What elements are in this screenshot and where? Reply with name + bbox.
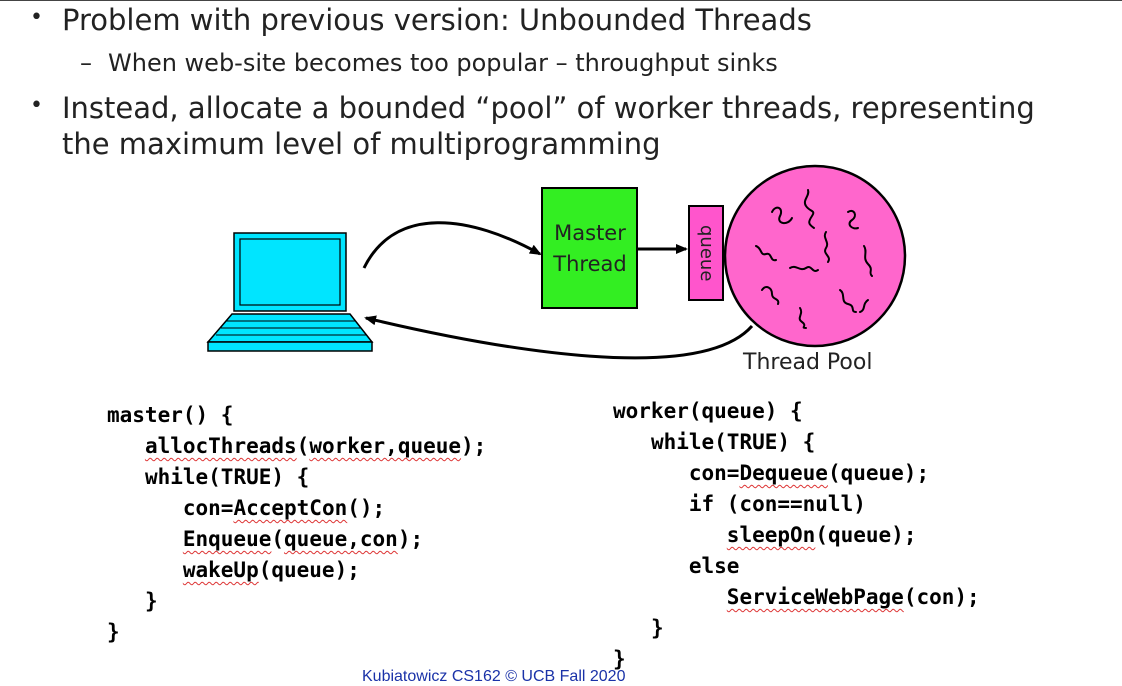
code-line: }: [613, 613, 980, 644]
code-line: con=Dequeue(queue);: [613, 458, 980, 489]
code-token-flagged: Dequeue: [739, 461, 828, 485]
code-indent: [107, 465, 145, 489]
code-token: (: [271, 527, 285, 551]
sub-bullet-1: When web-site becomes too popular – thro…: [108, 49, 778, 77]
code-token: (queue);: [815, 523, 917, 547]
master-code-block: master() { allocThreads(worker,queue); w…: [107, 400, 486, 648]
code-line: master() {: [107, 400, 486, 431]
bullet-2: Instead, allocate a bounded “pool” of wo…: [62, 91, 1035, 161]
code-indent: [613, 523, 727, 547]
code-token: con=: [688, 461, 740, 485]
code-line: worker(queue) {: [613, 396, 980, 427]
code-indent: [613, 430, 651, 454]
code-token: (queue);: [827, 461, 930, 485]
code-token: );: [397, 527, 424, 551]
thread-pool-circle: [723, 164, 907, 348]
code-line: sleepOn(queue);: [613, 520, 980, 551]
code-token-flagged: worker,queue: [309, 434, 462, 458]
code-line: }: [107, 586, 486, 617]
code-line: Enqueue(queue,con);: [107, 524, 486, 555]
code-token: con=: [182, 496, 234, 520]
code-text: master() {: [107, 403, 234, 427]
code-indent: [613, 585, 727, 609]
code-text: }: [613, 647, 626, 671]
code-line: }: [107, 617, 486, 648]
code-line: else: [613, 551, 980, 582]
code-token: );: [461, 434, 487, 458]
code-line: while(TRUE) {: [613, 427, 980, 458]
code-indent: [107, 589, 145, 613]
code-token-flagged: allocThreads: [144, 434, 297, 458]
code-line: ServiceWebPage(con);: [613, 582, 980, 613]
code-token: ();: [347, 496, 386, 520]
code-token: }: [650, 616, 664, 640]
worker-code-block: worker(queue) { while(TRUE) { con=Dequeu…: [613, 396, 980, 675]
laptop-icon: [206, 232, 374, 352]
code-token: else: [688, 554, 740, 578]
top-rule: [0, 0, 1122, 1]
code-text: worker(queue) {: [613, 399, 803, 423]
code-indent: [613, 461, 689, 485]
code-token-flagged: ServiceWebPage: [726, 585, 904, 609]
queue-label: queue: [696, 224, 717, 282]
code-line: }: [613, 644, 980, 675]
code-token: }: [144, 589, 158, 613]
code-indent: [107, 527, 183, 551]
code-text: }: [107, 620, 120, 644]
code-token: while(TRUE) {: [144, 465, 310, 489]
code-token: (con);: [903, 585, 980, 609]
code-indent: [107, 558, 183, 582]
code-indent: [613, 492, 689, 516]
code-line: allocThreads(worker,queue);: [107, 431, 486, 462]
code-token-flagged: Enqueue: [182, 527, 272, 551]
code-token-flagged: wakeUp: [182, 558, 259, 582]
code-indent: [613, 554, 689, 578]
code-line: while(TRUE) {: [107, 462, 486, 493]
code-token-flagged: sleepOn: [726, 523, 816, 547]
sub-bullet-dash: –: [80, 49, 92, 77]
queue-box: [688, 205, 724, 301]
bullet-marker-1: •: [30, 5, 43, 30]
footer: Kubiatowicz CS162 © UCB Fall 2020: [362, 668, 626, 685]
code-token: (: [296, 434, 310, 458]
code-token-flagged: queue,con: [284, 527, 398, 551]
code-line: if (con==null): [613, 489, 980, 520]
code-token-flagged: AcceptCon: [233, 496, 348, 520]
code-token: while(TRUE) {: [650, 430, 816, 454]
bullet-1: Problem with previous version: Unbounded…: [62, 3, 812, 37]
code-line: wakeUp(queue);: [107, 555, 486, 586]
master-thread-label: Master Thread: [553, 221, 627, 276]
code-indent: [107, 434, 145, 458]
code-token: (queue);: [258, 558, 360, 582]
thread-squiggles: [755, 189, 873, 329]
code-indent: [613, 616, 651, 640]
response-arrow: [364, 315, 754, 360]
code-indent: [107, 496, 183, 520]
request-arrow: [362, 221, 542, 269]
code-token: if (con==null): [688, 492, 866, 516]
bullet-marker-2: •: [30, 93, 43, 118]
code-line: con=AcceptCon();: [107, 493, 486, 524]
thread-pool-label: Thread Pool: [743, 350, 873, 375]
